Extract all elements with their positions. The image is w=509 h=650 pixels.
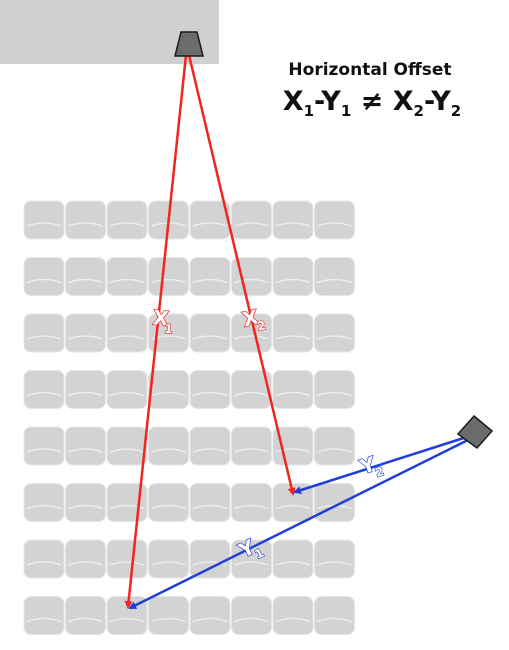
seat: [314, 313, 355, 353]
diagram-title: Horizontal Offset: [288, 60, 452, 80]
y2-line: [293, 434, 471, 494]
x2-label: X 2: [240, 304, 268, 334]
seat: [106, 200, 148, 240]
seat: [231, 370, 272, 409]
seat: [272, 257, 314, 296]
seat: [231, 200, 272, 240]
formula-y1: Y: [321, 86, 341, 117]
seat: [23, 596, 65, 635]
seat: [106, 257, 148, 296]
seat: [23, 313, 65, 353]
y1-line: [128, 436, 473, 610]
seat: [148, 539, 189, 579]
seat: [189, 426, 231, 466]
seat: [148, 426, 189, 466]
offset-formula: X1-Y1 ≠ X2-Y2: [272, 86, 472, 120]
seat: [272, 539, 314, 579]
seat: [314, 539, 355, 579]
seat: [189, 200, 231, 240]
projector-right-icon: [456, 414, 494, 450]
seat: [23, 483, 65, 522]
formula-y2: Y: [431, 86, 451, 117]
seat: [106, 426, 148, 466]
formula-dash-2: -: [423, 86, 432, 117]
seat: [65, 483, 106, 522]
seat: [272, 313, 314, 353]
projector-top-icon: [174, 31, 204, 57]
seat: [189, 539, 231, 579]
formula-dash-1: -: [314, 86, 322, 117]
formula-y1-sub: 1: [340, 102, 352, 120]
formula-x2: X: [392, 86, 414, 117]
seat: [189, 370, 231, 409]
seat: [272, 596, 314, 635]
seat: [272, 200, 314, 240]
seat: [65, 313, 106, 353]
seat: [314, 370, 355, 409]
seat: [231, 539, 272, 579]
seat: [314, 483, 355, 522]
formula-x2-sub: 2: [413, 102, 424, 120]
formula-not-equal: ≠: [351, 86, 393, 117]
seat: [148, 370, 189, 409]
y2-label: Y 2: [356, 451, 387, 481]
seat: [314, 596, 355, 635]
formula-x1: X: [282, 86, 304, 117]
seat: [148, 596, 189, 635]
seat: [65, 539, 106, 579]
seat: [314, 426, 355, 466]
seat: [106, 370, 148, 409]
seat: [23, 426, 65, 466]
seat: [23, 257, 65, 296]
svg-text:2: 2: [373, 464, 385, 480]
seat: [231, 596, 272, 635]
x1-label: X 1: [151, 305, 174, 337]
seat: [65, 426, 106, 466]
seat: [148, 483, 189, 522]
seat: [314, 257, 355, 296]
svg-text:X: X: [240, 305, 261, 332]
seat: [189, 483, 231, 522]
seat: [231, 483, 272, 522]
seat: [148, 257, 189, 296]
seat: [65, 370, 106, 409]
seat: [189, 596, 231, 635]
svg-text:2: 2: [256, 318, 267, 334]
seat: [189, 257, 231, 296]
formula-y2-sub: 2: [450, 102, 462, 120]
seat: [65, 257, 106, 296]
seat: [231, 426, 272, 466]
seat: [23, 200, 65, 240]
seat: [314, 200, 355, 240]
formula-x1-sub: 1: [303, 102, 315, 120]
seat: [23, 539, 65, 579]
seat: [65, 200, 106, 240]
seat: [106, 539, 148, 579]
seat: [65, 596, 106, 635]
x1-line: [124, 54, 188, 609]
seat: [189, 313, 231, 353]
seat: [231, 257, 272, 296]
seat: [272, 370, 314, 409]
seat: [106, 313, 148, 353]
svg-text:X: X: [152, 305, 170, 331]
seat: [23, 370, 65, 409]
seat: [272, 483, 314, 522]
x2-line: [187, 54, 296, 496]
seating-area: [23, 200, 355, 635]
svg-text:1: 1: [164, 322, 174, 337]
seat: [231, 313, 272, 353]
